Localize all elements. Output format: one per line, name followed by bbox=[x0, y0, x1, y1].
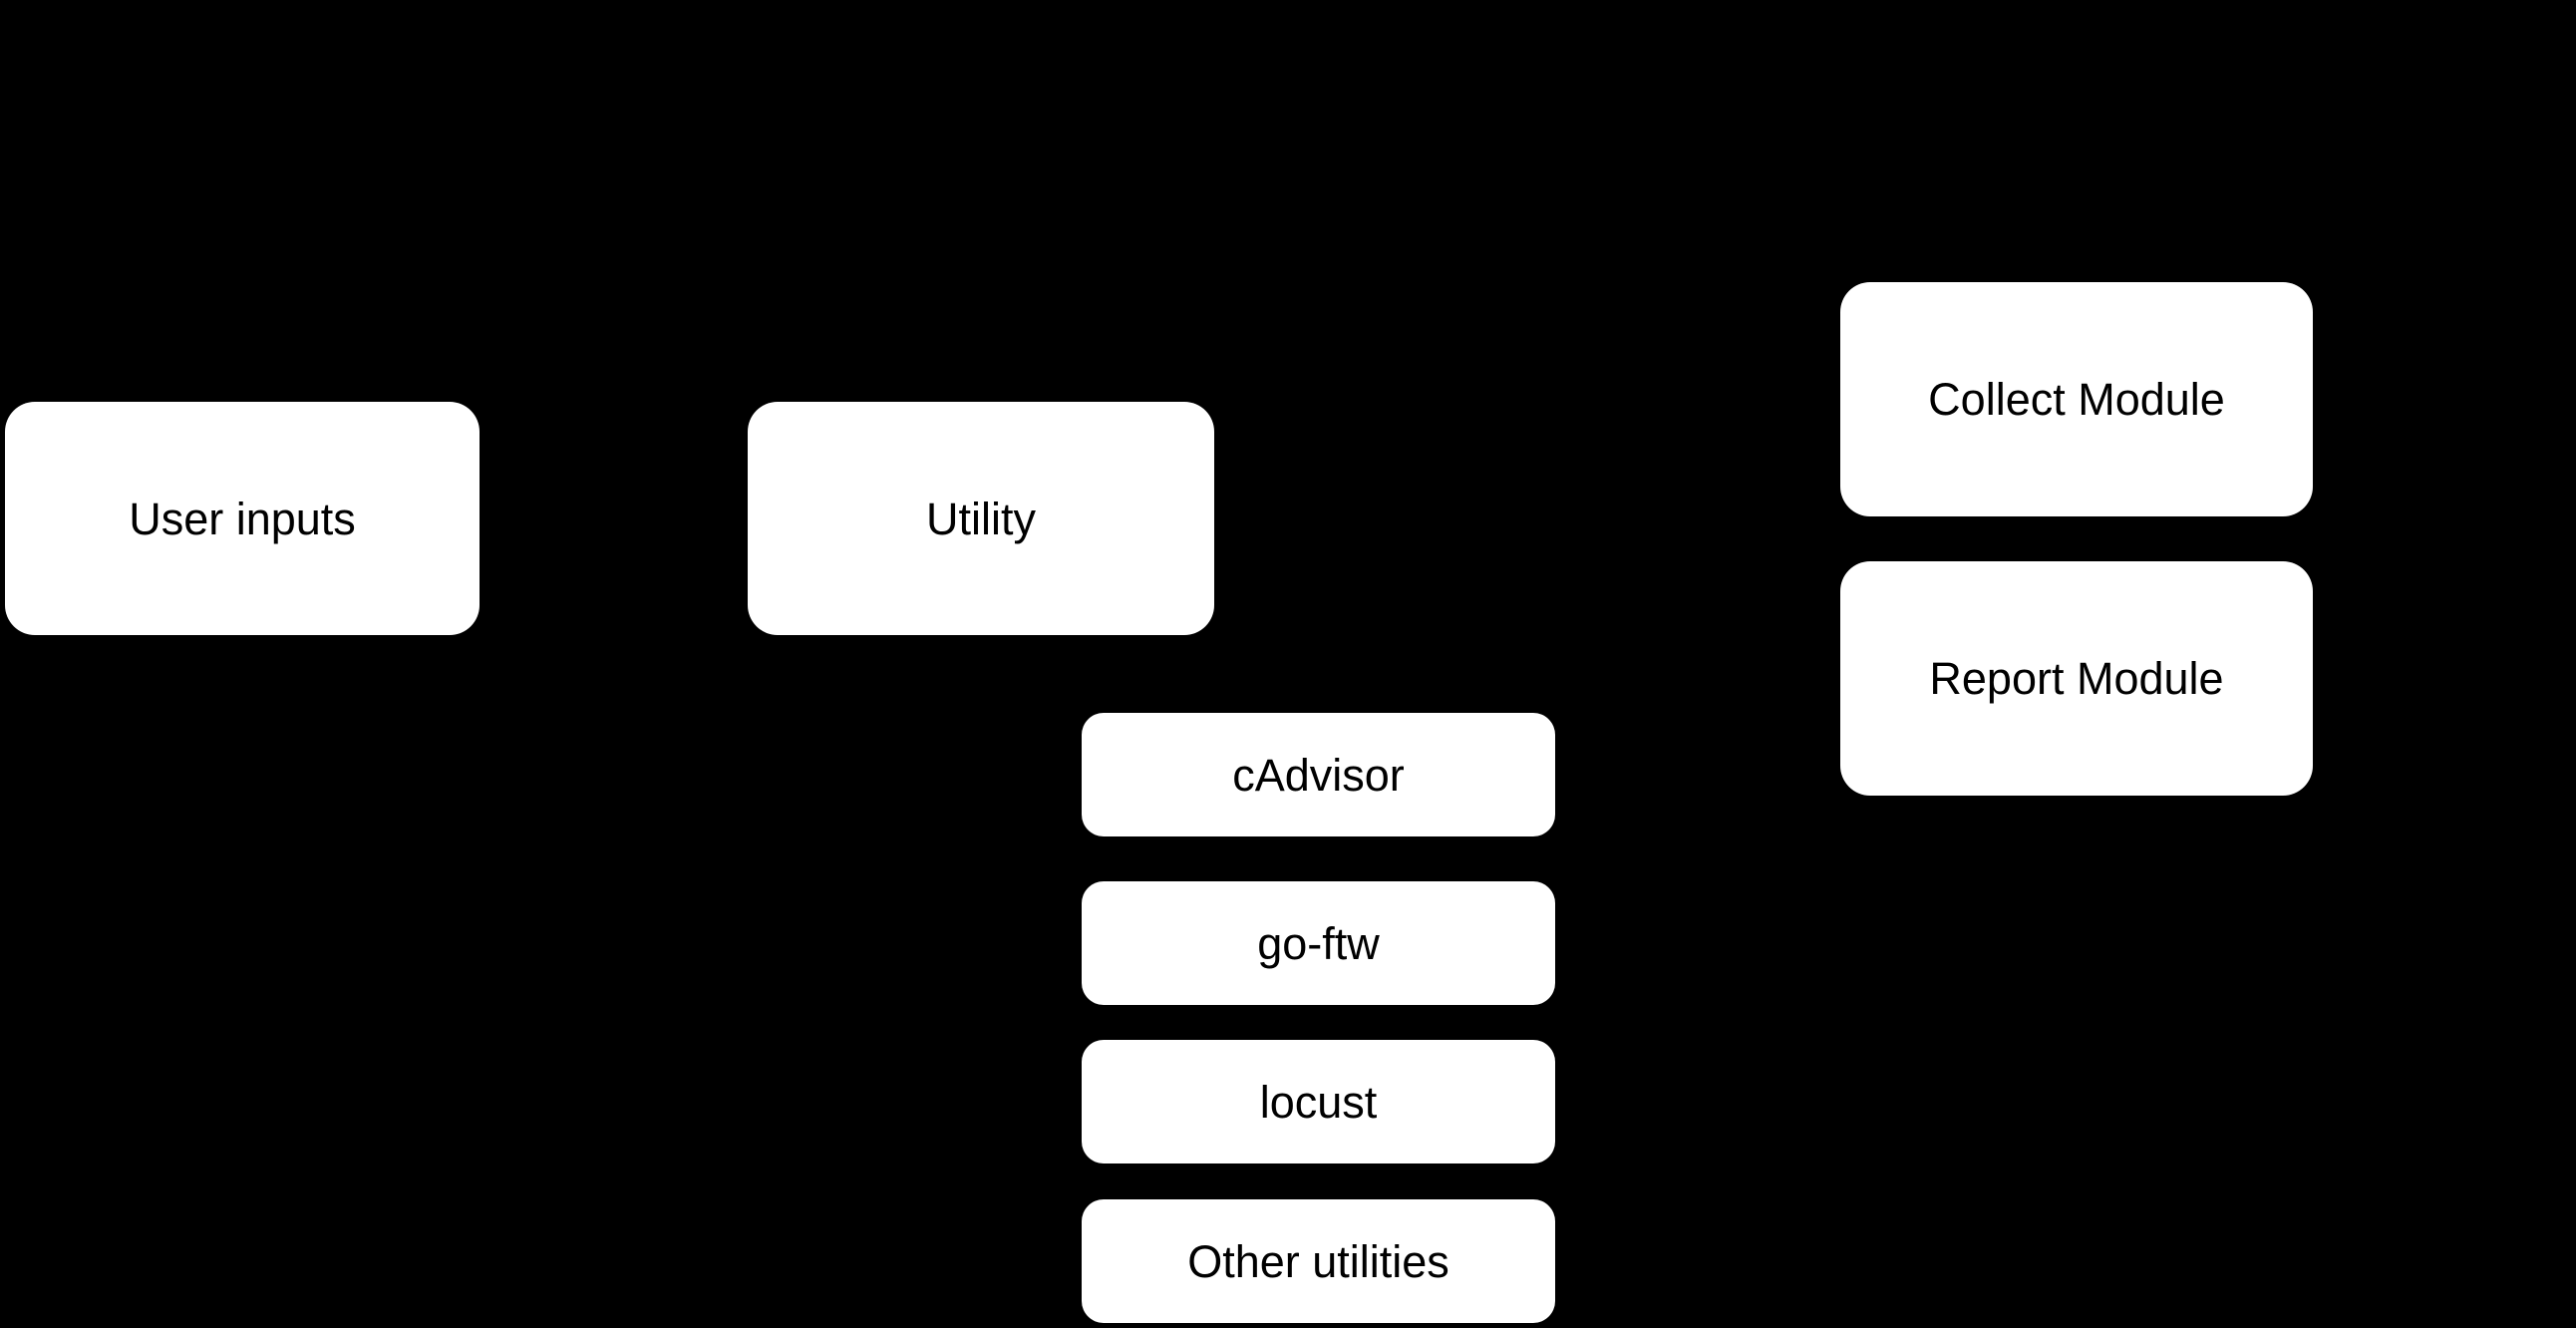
node-label: User inputs bbox=[129, 493, 356, 544]
diagram-node-utility: Utility bbox=[748, 402, 1214, 635]
node-label: Utility bbox=[926, 493, 1036, 544]
node-label: Collect Module bbox=[1928, 374, 2225, 425]
node-label: go-ftw bbox=[1257, 917, 1380, 969]
diagram-node-report-module: Report Module bbox=[1840, 561, 2313, 796]
node-label: Report Module bbox=[1929, 653, 2224, 704]
node-label: Other utilities bbox=[1187, 1235, 1449, 1287]
diagram-node-go-ftw: go-ftw bbox=[1082, 881, 1555, 1005]
diagram-node-other-utilities: Other utilities bbox=[1082, 1199, 1555, 1323]
diagram-node-cadvisor: cAdvisor bbox=[1082, 713, 1555, 836]
node-label: cAdvisor bbox=[1232, 749, 1405, 801]
node-label: locust bbox=[1259, 1076, 1378, 1128]
diagram-node-locust: locust bbox=[1082, 1040, 1555, 1163]
diagram-node-collect-module: Collect Module bbox=[1840, 282, 2313, 516]
diagram-node-user-inputs: User inputs bbox=[5, 402, 480, 635]
